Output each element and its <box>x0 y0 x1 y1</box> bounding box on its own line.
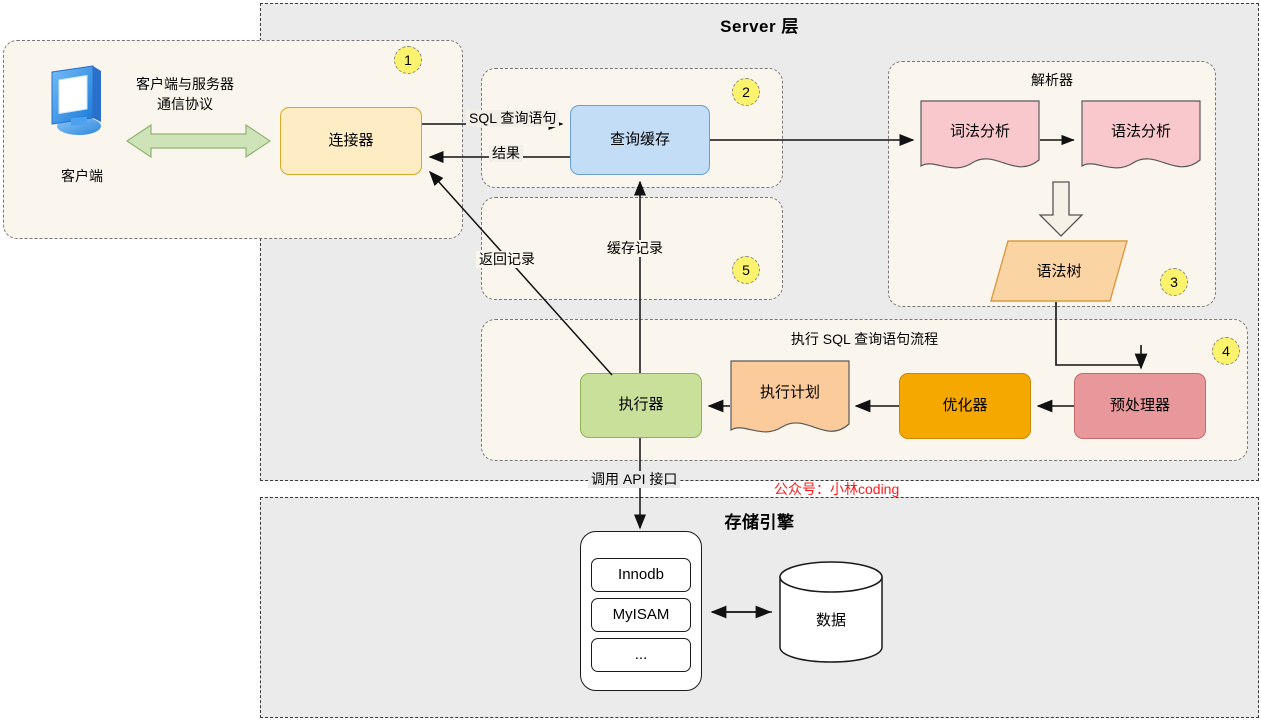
execution-plan-node: 执行计划 <box>730 360 850 440</box>
watermark-text: 公众号：小林coding <box>774 481 900 497</box>
syntax-tree-node: 语法树 <box>990 240 1128 302</box>
protocol-label-line1: 客户端与服务器 <box>136 76 234 92</box>
connector-node: 连接器 <box>280 107 422 175</box>
preprocessor-node: 预处理器 <box>1074 373 1206 439</box>
badge-1-label: 1 <box>404 52 412 68</box>
edge-label-result: 结果 <box>489 145 523 162</box>
storage-layer-container: 存储引擎 <box>260 497 1259 718</box>
engine-item-myisam-label: MyISAM <box>612 605 670 623</box>
badge-3: 3 <box>1160 268 1188 296</box>
optimizer-label: 优化器 <box>942 396 988 414</box>
protocol-label-line2: 通信协议 <box>157 96 213 113</box>
badge-2-label: 2 <box>742 84 750 100</box>
badge-2: 2 <box>732 78 760 106</box>
query-cache-node: 查询缓存 <box>570 105 710 175</box>
protocol-double-arrow-icon <box>125 122 272 160</box>
server-layer-title: Server 层 <box>720 17 799 36</box>
lexical-analysis-node: 词法分析 <box>920 100 1040 175</box>
exec-flow-title: 执行 SQL 查询语句流程 <box>790 331 939 347</box>
execution-plan-label: 执行计划 <box>759 384 820 401</box>
parser-group-title: 解析器 <box>1031 72 1073 88</box>
edge-label-cache-record: 缓存记录 <box>604 240 666 257</box>
client-icon-caption: 客户端 <box>61 168 103 184</box>
badge-5: 5 <box>732 256 760 284</box>
client-icon <box>46 62 118 140</box>
storage-layer-title: 存储引擎 <box>724 513 795 532</box>
badge-4: 4 <box>1212 337 1240 365</box>
connector-label: 连接器 <box>328 131 374 149</box>
protocol-label: 客户端与服务器 通信协议 <box>115 74 255 115</box>
syntax-analysis-node: 语法分析 <box>1081 100 1201 175</box>
edge-label-sql-query: SQL 查询语句 <box>466 110 560 127</box>
engine-item-more: ... <box>591 638 691 672</box>
engine-item-innodb: Innodb <box>591 558 691 592</box>
syntax-tree-label: 语法树 <box>1036 263 1082 280</box>
optimizer-node: 优化器 <box>899 373 1031 439</box>
query-cache-label: 查询缓存 <box>609 130 670 148</box>
lexical-analysis-label: 词法分析 <box>949 123 1010 140</box>
badge-3-label: 3 <box>1170 274 1178 290</box>
executor-label: 执行器 <box>618 396 664 414</box>
engine-item-more-label: ... <box>634 645 648 663</box>
syntax-analysis-label: 语法分析 <box>1110 123 1171 140</box>
preprocessor-label: 预处理器 <box>1109 396 1170 414</box>
data-cylinder: 数据 <box>779 561 883 663</box>
executor-node: 执行器 <box>580 373 702 438</box>
parser-down-arrow-icon <box>1038 181 1084 237</box>
edge-label-api-call: 调用 API 接口 <box>588 471 681 488</box>
badge-1: 1 <box>394 46 422 74</box>
badge-4-label: 4 <box>1222 343 1230 359</box>
badge-5-label: 5 <box>742 262 750 278</box>
data-cylinder-label: 数据 <box>815 612 846 629</box>
edge-label-return-record: 返回记录 <box>476 251 538 268</box>
engine-item-innodb-label: Innodb <box>618 565 664 583</box>
engine-item-myisam: MyISAM <box>591 598 691 632</box>
